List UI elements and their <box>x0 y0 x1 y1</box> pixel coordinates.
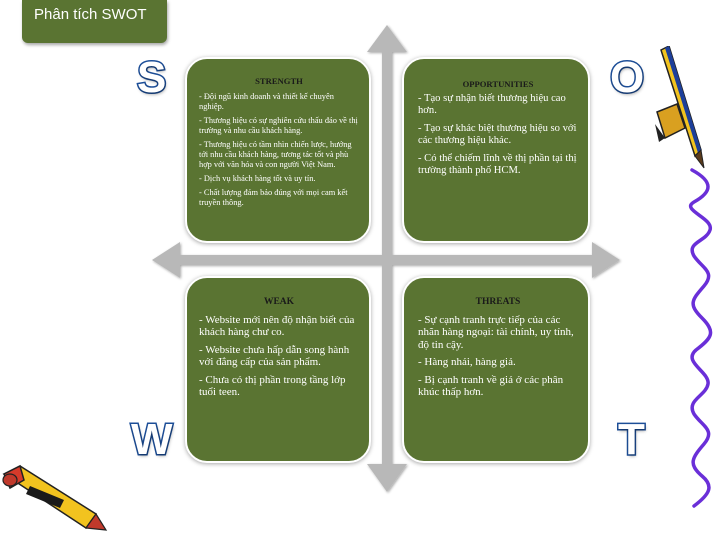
threats-quadrant: THREATS - Sự cạnh tranh trực tiếp của cá… <box>402 276 590 463</box>
weak-item: - Website mới nên độ nhận biết của khách… <box>199 314 359 339</box>
letter-w: W <box>131 418 173 462</box>
pen-icon <box>655 46 705 170</box>
weak-item: - Chưa có thị phần trong tầng lớp tuổi t… <box>199 374 359 399</box>
weak-item: - Website chưa hấp dẫn song hành với đẳn… <box>199 344 359 369</box>
threats-item: - Sự cạnh tranh trực tiếp của các nhãn h… <box>418 314 578 352</box>
threats-title: THREATS <box>418 296 578 309</box>
strength-item: - Thương hiệu có tầm nhìn chiến lược, hư… <box>199 140 359 170</box>
opportunities-title: OPPORTUNITIES <box>418 78 578 90</box>
letter-o: O <box>610 56 644 100</box>
strength-title: STRENGTH <box>199 76 359 86</box>
strength-quadrant: STRENGTH - Đội ngũ kinh doanh và thiết k… <box>185 57 371 243</box>
opportunities-item: - Tạo sự khác biệt thương hiệu so với cá… <box>418 123 578 147</box>
squiggle-line <box>684 168 718 508</box>
opportunities-quadrant: OPPORTUNITIES - Tạo sự nhận biết thương … <box>402 57 590 243</box>
letter-s: S <box>137 56 166 100</box>
opportunities-item: - Có thể chiếm lĩnh về thị phần tại thị … <box>418 153 578 177</box>
threats-item: - Hàng nhái, hàng giả. <box>418 356 578 369</box>
opportunities-item: - Tạo sự nhận biết thương hiệu cao hơn. <box>418 93 578 117</box>
strength-item: - Dịch vụ khách hàng tốt và uy tín. <box>199 174 359 184</box>
pencil-icon <box>0 464 108 534</box>
strength-item: - Đội ngũ kinh doanh và thiết kế chuyên … <box>199 92 359 112</box>
strength-item: - Chất lượng đảm bảo đúng với mọi cam kế… <box>199 188 359 208</box>
weak-quadrant: WEAK - Website mới nên độ nhận biết của … <box>185 276 371 463</box>
strength-item: - Thương hiệu có sự nghiên cứu thấu đáo … <box>199 116 359 136</box>
weak-title: WEAK <box>199 296 359 309</box>
letter-t: T <box>618 418 645 462</box>
threats-item: - Bị cạnh tranh về giá ở các phân khúc t… <box>418 374 578 399</box>
